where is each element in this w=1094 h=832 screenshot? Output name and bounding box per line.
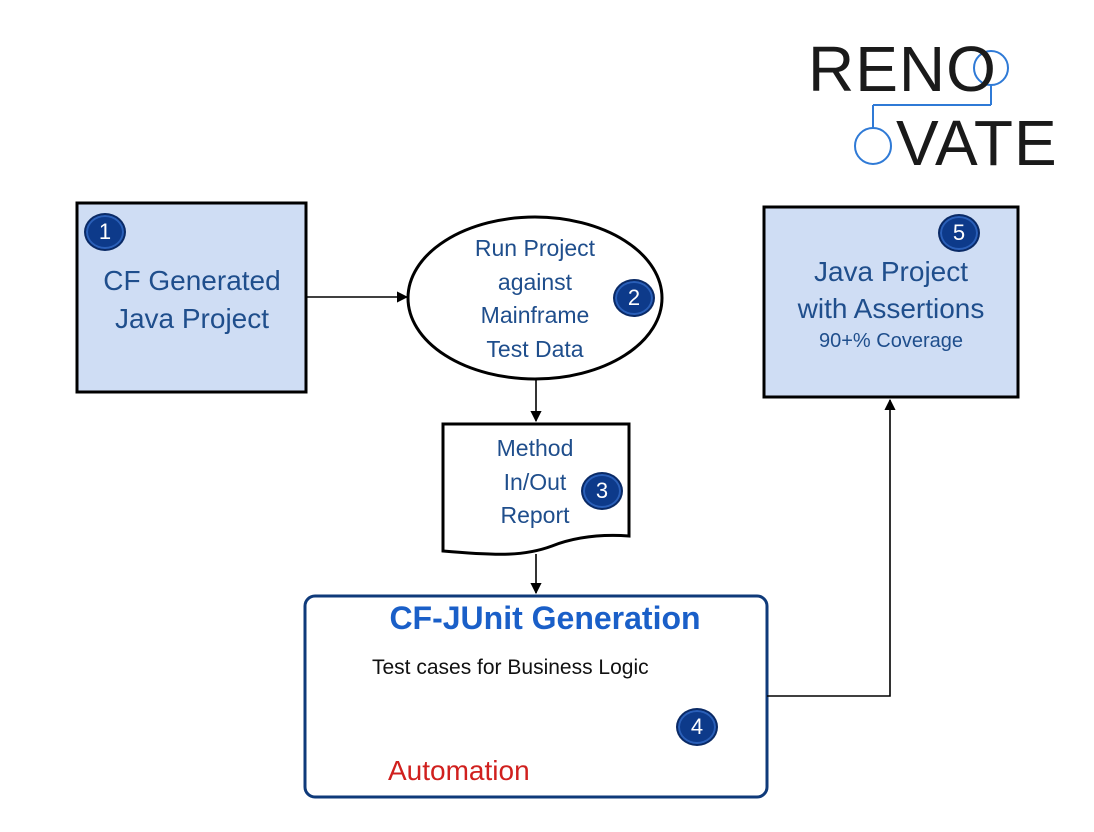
logo-text-reno: RENO bbox=[808, 33, 997, 105]
node-5-coverage: 90+% Coverage bbox=[819, 330, 963, 352]
node-2-line: Test Data bbox=[486, 335, 584, 362]
node-5-line: Java Project bbox=[813, 256, 969, 287]
arrow-4-to-5 bbox=[767, 398, 896, 697]
node-3-badge: 3 bbox=[581, 472, 623, 510]
logo-text-vate: VATE bbox=[896, 107, 1058, 179]
node-4-footer: Automation bbox=[388, 755, 530, 786]
node-3-line: In/Out bbox=[503, 468, 567, 495]
node-4-subtitle: Test cases for Business Logic bbox=[372, 656, 649, 679]
node-1-badge: 1 bbox=[84, 213, 126, 251]
node-4-title: CF-JUnit Generation bbox=[389, 600, 701, 636]
node-5-badge: 5 bbox=[938, 214, 980, 252]
node-3-label: Method In/Out Report bbox=[470, 432, 600, 533]
node-3-line: Method bbox=[496, 435, 574, 461]
node-4-badge: 4 bbox=[676, 708, 718, 746]
node-2-label: Run Project against Mainframe Test Data bbox=[440, 232, 630, 366]
node-2-line: Run Project bbox=[474, 235, 596, 261]
node-3-document bbox=[441, 422, 631, 556]
node-5-label: Java Project with Assertions bbox=[770, 253, 1012, 327]
node-3-line: Report bbox=[500, 502, 570, 528]
node-1-label: CF Generated Java Project bbox=[103, 265, 281, 334]
node-2-badge: 2 bbox=[613, 279, 655, 317]
logo-circuit-graphic bbox=[854, 50, 1009, 165]
node-5-line: with Assertions bbox=[797, 293, 985, 324]
node-2-line: against bbox=[497, 268, 573, 295]
node-2-line: Mainframe bbox=[480, 302, 590, 328]
